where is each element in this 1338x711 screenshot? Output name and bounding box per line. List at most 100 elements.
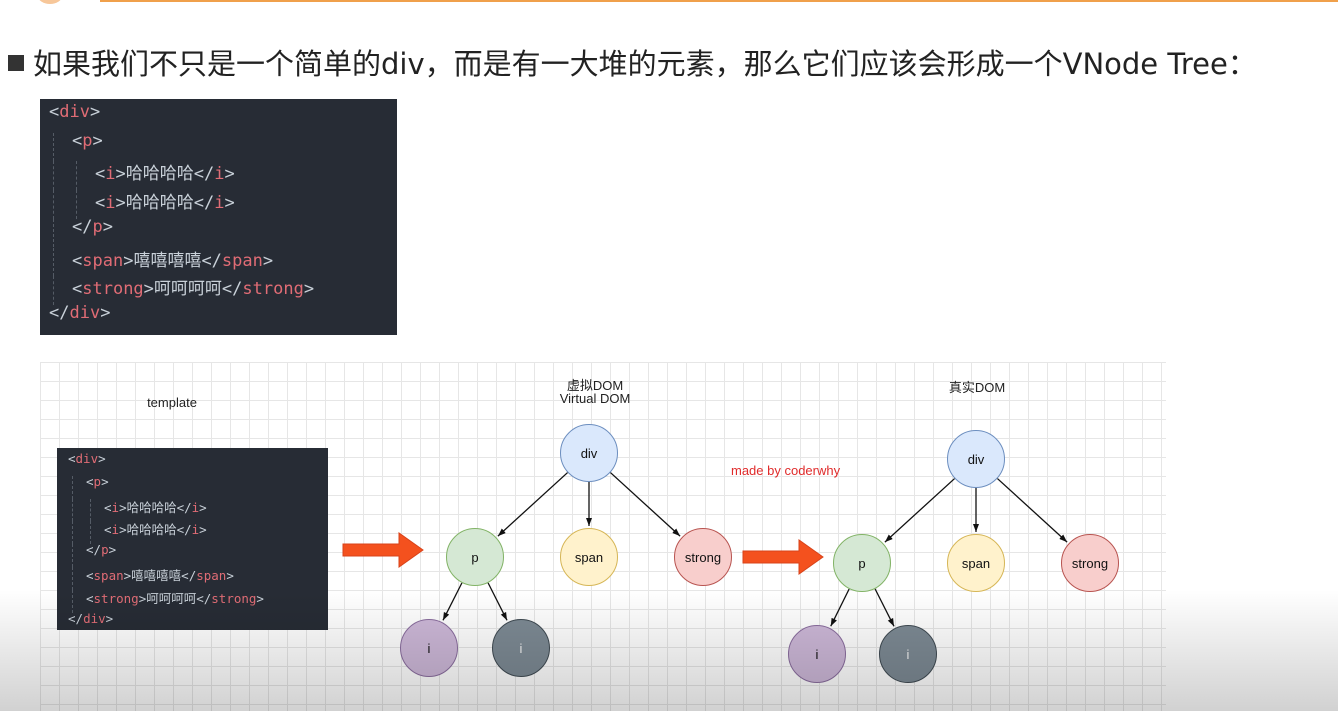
tree-edge [830, 588, 850, 627]
slide-heading: 如果我们不只是一个简单的div，而是有一大堆的元素，那么它们应该会形成一个VNo… [33, 47, 1257, 81]
tree-edge [442, 582, 463, 621]
real-node-i2: i [879, 625, 937, 683]
code-tag-name: span [196, 568, 227, 583]
code-text: >嘻嘻嘻嘻</ [123, 568, 197, 583]
code-text: < [72, 279, 83, 300]
indent-guide [72, 521, 73, 545]
code-text: > [199, 499, 207, 515]
code-tag-name: i [214, 164, 225, 185]
code-text: > [100, 302, 111, 323]
logo-mark [38, 0, 62, 4]
code-text: < [104, 499, 112, 515]
code-text: > [101, 473, 109, 489]
code-line: </div> [68, 611, 113, 626]
code-block-main: <div><p><i>哈哈哈哈</i><i>哈哈哈哈</i></p><span>… [40, 99, 397, 335]
code-tag-name: p [93, 473, 102, 489]
code-text: </ [86, 542, 102, 558]
code-tag-name: strong [211, 590, 257, 606]
real-node-p: p [833, 534, 891, 592]
code-text: >哈哈哈哈</ [119, 499, 192, 515]
code-text: < [104, 522, 112, 538]
credit-text: made by coderwhy [731, 463, 841, 478]
indent-guide [72, 475, 73, 499]
header-divider [100, 0, 1338, 2]
code-text: >哈哈哈哈</ [115, 193, 215, 214]
code-tag-name: div [83, 610, 106, 626]
code-tag-name: i [105, 164, 116, 185]
code-text: > [224, 193, 235, 214]
code-text: > [89, 102, 101, 122]
code-line: <strong>呵呵呵呵</strong> [86, 588, 264, 607]
virtual-node-p: p [446, 528, 504, 586]
real-node-span: span [947, 534, 1005, 592]
code-text: > [108, 542, 117, 558]
indent-guide [72, 544, 73, 567]
code-line: <span>嘻嘻嘻嘻</span> [86, 565, 234, 584]
indent-guide [76, 161, 77, 191]
code-text: > [105, 610, 114, 626]
code-line: <div> [68, 451, 106, 466]
indent-guide [53, 132, 54, 162]
indent-guide [53, 218, 54, 248]
code-text: >嘻嘻嘻嘻</ [123, 250, 222, 271]
code-tag-name: p [101, 542, 109, 558]
code-text: </ [49, 302, 70, 323]
code-text: < [86, 590, 94, 606]
code-tag-name: i [191, 522, 200, 538]
code-text: > [256, 590, 264, 606]
code-text: > [226, 568, 234, 583]
code-line: <i>哈哈哈哈</i> [104, 519, 207, 538]
code-line: <i>哈哈哈哈</i> [104, 497, 207, 516]
code-text: < [72, 130, 83, 151]
code-text: < [86, 473, 94, 489]
code-line: <strong>呵呵呵呵</strong> [72, 274, 314, 299]
tree-edge [487, 582, 508, 621]
code-block-template: <div><p><i>哈哈哈哈</i><i>哈哈哈哈</i></p><span>… [57, 448, 328, 630]
code-tag-name: i [111, 499, 120, 515]
indent-guide [76, 190, 77, 219]
code-text: < [72, 250, 83, 271]
code-text: > [199, 522, 207, 538]
code-line: <div> [49, 102, 100, 122]
code-text: < [95, 164, 106, 185]
code-text: < [68, 451, 76, 466]
real-dom-label: 真实DOM [948, 380, 1006, 395]
virtual-node-span: span [560, 528, 618, 586]
code-tag-name: i [191, 499, 200, 515]
virtual-dom-label-cn: 虚拟DOM [566, 378, 624, 393]
code-text: < [49, 102, 60, 122]
code-tag-name: div [75, 451, 99, 466]
code-line: <p> [86, 474, 109, 489]
code-tag-name: div [59, 102, 90, 122]
code-text: </ [68, 610, 84, 626]
indent-guide [53, 190, 54, 219]
real-node-i1: i [788, 625, 846, 683]
code-text: < [95, 193, 106, 214]
transform-arrow-icon [742, 539, 824, 575]
code-text: >呵呵呵呵</ [143, 279, 243, 300]
virtual-dom-label-en: Virtual DOM [559, 391, 631, 406]
code-line: <span>嘻嘻嘻嘻</span> [72, 246, 273, 271]
code-tag-name: span [93, 568, 124, 583]
code-line: </p> [86, 542, 116, 557]
code-text: > [262, 250, 274, 271]
code-text: > [92, 130, 103, 151]
code-text: > [102, 216, 113, 237]
virtual-node-i1: i [400, 619, 458, 677]
template-label: template [147, 395, 197, 410]
code-tag-name: i [111, 522, 120, 538]
indent-guide [72, 498, 73, 522]
code-tag-name: i [214, 193, 225, 214]
code-text: < [86, 568, 94, 583]
tree-edge [874, 588, 895, 627]
code-text: > [224, 164, 235, 185]
code-tag-name: strong [242, 279, 304, 300]
code-tag-name: p [82, 130, 93, 151]
bullet-square-icon [8, 55, 24, 71]
tree-edge [497, 472, 569, 537]
real-node-div: div [947, 430, 1005, 488]
code-text: >哈哈哈哈</ [115, 164, 215, 185]
transform-arrow-icon [342, 532, 424, 568]
code-line: <i>哈哈哈哈</i> [95, 159, 235, 184]
code-text: > [303, 279, 315, 300]
